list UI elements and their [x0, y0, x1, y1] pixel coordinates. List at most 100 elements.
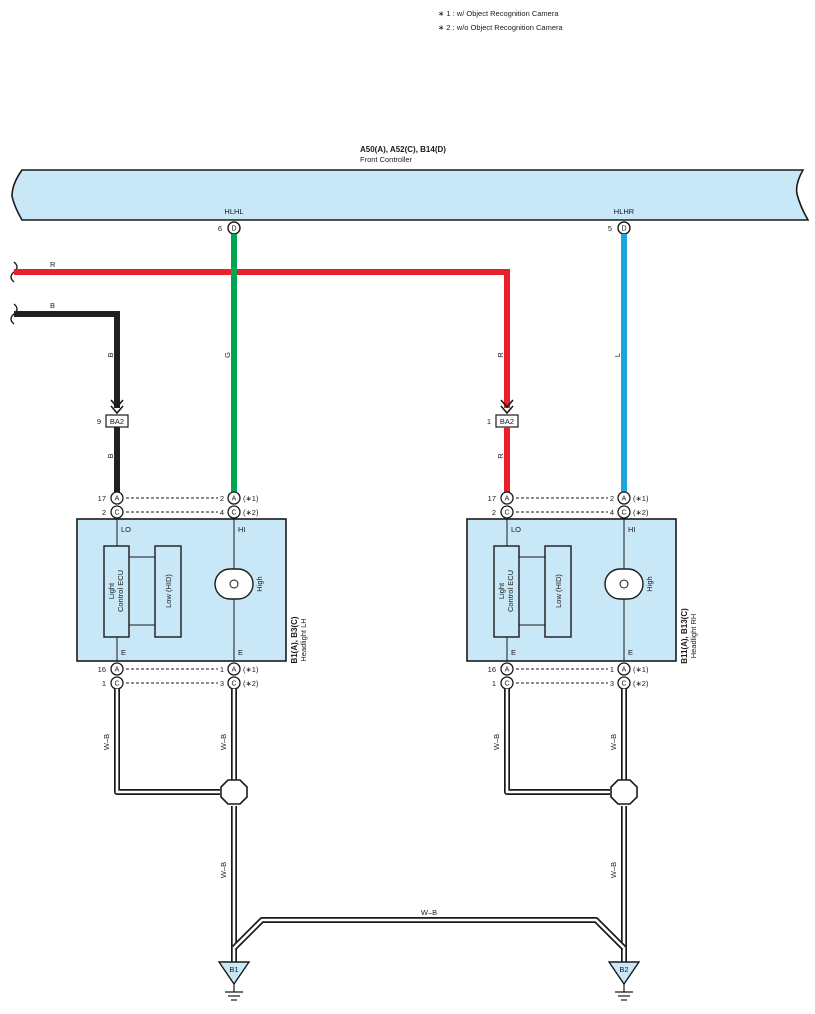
lh-bot-conn-right-1	[227, 662, 241, 676]
rh-wb-label-down: W–B	[609, 862, 618, 878]
ba2-left-chevron-icon	[110, 399, 124, 415]
rh-top-conn-left-2-letter: C	[504, 510, 509, 517]
lh-name-label: Headlight LH	[299, 618, 308, 661]
ground-point-b1	[217, 961, 251, 986]
supply-wire-r	[14, 269, 510, 408]
rh-bot-pin-left-1: 16	[488, 665, 496, 674]
terminal-hlhr-label: HLHR	[614, 207, 635, 216]
rh-bot-pin-right-1: 1	[610, 665, 614, 674]
lh-top-pin-left-1: 17	[98, 494, 106, 503]
lh-bot-conn-left-1-letter: A	[115, 667, 120, 674]
lh-bot-note-1: (∗1)	[243, 665, 259, 674]
lh-top-conn-left-2	[110, 505, 124, 519]
front-controller-box	[11, 169, 810, 221]
rh-bot-conn-left-1	[500, 662, 514, 676]
lh-wb-label-down: W–B	[219, 862, 228, 878]
rh-ecu-label-2: Control ECU	[506, 570, 515, 612]
rh-connectors-label: B11(A), B13(C)	[680, 608, 689, 664]
rh-top-conn-right-1	[617, 491, 631, 505]
terminal-hlhl-label: HLHL	[224, 207, 243, 216]
rh-top-conn-right-2	[617, 505, 631, 519]
lh-top-conn-left-2-letter: C	[114, 510, 119, 517]
terminal-hlhr-conn: D	[621, 226, 626, 233]
wire-r-lower-label: R	[496, 453, 505, 459]
lh-connectors-label: B1(A), B3(C)	[290, 616, 299, 663]
lh-splice-point	[220, 779, 248, 805]
lh-bot-conn-left-1	[110, 662, 124, 676]
note-2: ∗ 2 : w/o Object Recognition Camera	[438, 23, 564, 32]
lh-bot-pin-right-2: 3	[220, 679, 224, 688]
rh-low-hid-label: Low (HID)	[554, 574, 563, 608]
rh-bot-pin-right-2: 3	[610, 679, 614, 688]
lh-e-label-right: E	[238, 648, 243, 657]
rh-ecu-label-1: Light	[497, 582, 506, 599]
note-1: ∗ 1 : w/ Object Recognition Camera	[438, 9, 559, 18]
rh-top-pin-right-1: 2	[610, 494, 614, 503]
rh-bot-note-2: (∗2)	[633, 679, 649, 688]
rh-ground-wire-left	[504, 689, 610, 795]
headlight-rh: 17 A 2 A (∗1) 2 C 4 C (∗2) LO HI E E Lig…	[466, 491, 698, 690]
supply-wire-b-label: B	[50, 301, 55, 310]
rh-top-pin-right-2: 4	[610, 508, 614, 517]
lh-wb-label-left: W–B	[102, 734, 111, 750]
rh-top-pin-left-2: 2	[492, 508, 496, 517]
lh-top-note-2: (∗2)	[243, 508, 259, 517]
rh-bot-conn-right-2-letter: C	[621, 681, 626, 688]
lh-high-bulb	[214, 568, 254, 600]
rh-bot-conn-right-1-letter: A	[622, 667, 627, 674]
lh-ground-wire-left-core	[115, 689, 220, 794]
lh-top-conn-left-1-letter: A	[115, 496, 120, 503]
rh-ecu-box	[493, 545, 520, 638]
rh-top-conn-left-1	[500, 491, 514, 505]
lh-high-label: High	[255, 576, 264, 591]
rh-name-label: Headlight RH	[689, 614, 698, 659]
ground-symbol-b1-icon	[225, 984, 243, 1001]
rh-bot-pin-left-2: 1	[492, 679, 496, 688]
rh-top-conn-left-2	[500, 505, 514, 519]
rh-splice-point	[610, 779, 638, 805]
ba2-right-pin: 1	[487, 417, 491, 426]
ground-link-label: W–B	[421, 908, 437, 917]
supply-wire-b	[14, 311, 120, 408]
rh-high-filament-icon	[619, 579, 629, 589]
lh-top-pin-left-2: 2	[102, 508, 106, 517]
ground-link-wire-core	[233, 918, 625, 949]
rh-top-pin-left-1: 17	[488, 494, 496, 503]
lh-top-conn-right-2-letter: C	[231, 510, 236, 517]
rh-top-conn-right-1-letter: A	[622, 496, 627, 503]
supply-wire-r-label: R	[50, 260, 56, 269]
rh-high-bulb	[604, 568, 644, 600]
lh-ecu-label-1: Light	[107, 582, 116, 599]
terminal-hlhl-pin: 6	[218, 224, 222, 233]
terminal-hlhr-pin: 5	[608, 224, 612, 233]
lh-high-filament-icon	[229, 579, 239, 589]
lh-lo-label: LO	[121, 525, 131, 534]
rh-wb-label-left: W–B	[492, 734, 501, 750]
lh-top-conn-right-1	[227, 491, 241, 505]
lh-bot-conn-right-1-letter: A	[232, 667, 237, 674]
rh-bot-conn-left-1-letter: A	[505, 667, 510, 674]
rh-e-label-right: E	[628, 648, 633, 657]
lh-hi-label: HI	[238, 525, 246, 534]
ground-wiring	[114, 689, 627, 962]
rh-low-hid-box	[544, 545, 572, 638]
lh-low-hid-box	[154, 545, 182, 638]
wire-b-lower-label: B	[106, 453, 115, 458]
lh-bot-pin-left-2: 1	[102, 679, 106, 688]
rh-hi-label: HI	[628, 525, 636, 534]
lh-e-label-left: E	[121, 648, 126, 657]
lh-top-conn-right-1-letter: A	[232, 496, 237, 503]
ground-point-b1-label: B1	[229, 965, 238, 974]
controller-name: Front Controller	[360, 155, 413, 164]
rh-wb-label-right: W–B	[609, 734, 618, 750]
lh-ecu-label-2: Control ECU	[116, 570, 125, 612]
headlight-lh: 17 A 2 A (∗1) 2 C 4 C (∗2) LO HI E E Lig…	[76, 491, 308, 690]
lh-top-note-1: (∗1)	[243, 494, 259, 503]
lh-top-conn-left-1	[110, 491, 124, 505]
rh-ground-wire-left-core	[505, 689, 610, 794]
lh-wb-label-right: W–B	[219, 734, 228, 750]
lh-top-pin-right-2: 4	[220, 508, 224, 517]
rh-high-label: High	[645, 576, 654, 591]
wire-r-upper-label: R	[496, 352, 505, 358]
